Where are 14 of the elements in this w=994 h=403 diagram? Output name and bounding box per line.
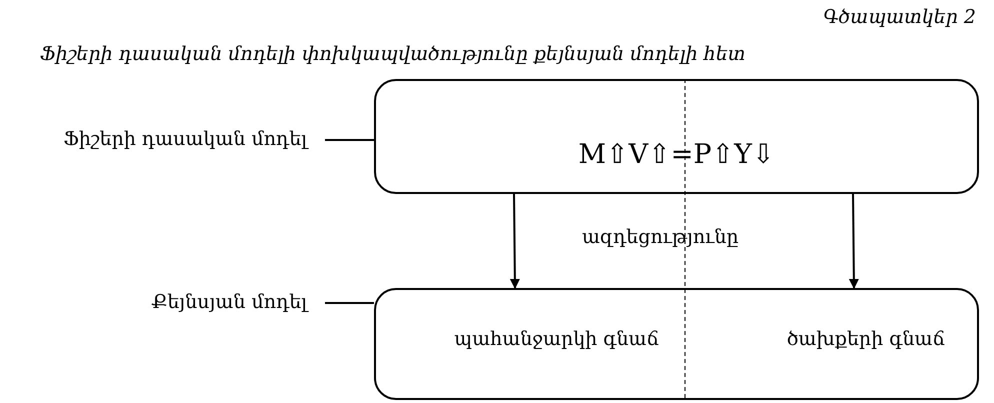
rounded-box [374, 79, 979, 194]
arrow [848, 194, 859, 289]
side-label: Ֆիշերի դասական մոդել [2, 124, 307, 154]
box-text: ծախքերի գնաճ [786, 328, 945, 350]
leader-line [325, 139, 374, 141]
figure-number: Գծապատկեր 2 [823, 6, 976, 28]
rounded-box [374, 288, 979, 400]
arrow [510, 194, 520, 289]
side-label: Քեյնսյան մոդել [80, 287, 307, 317]
effect-label: ազդեցությունը [582, 226, 739, 248]
box-text: պահանջարկի գնաճ [454, 328, 659, 350]
figure-title: Ֆիշերի դասական մոդելի փոխկապվածությունը քեյնսյան մոդելի հետ [40, 43, 746, 65]
equation-text: M⇧V⇧=P⇧Y⇩ [577, 139, 776, 170]
leader-line [325, 302, 374, 304]
